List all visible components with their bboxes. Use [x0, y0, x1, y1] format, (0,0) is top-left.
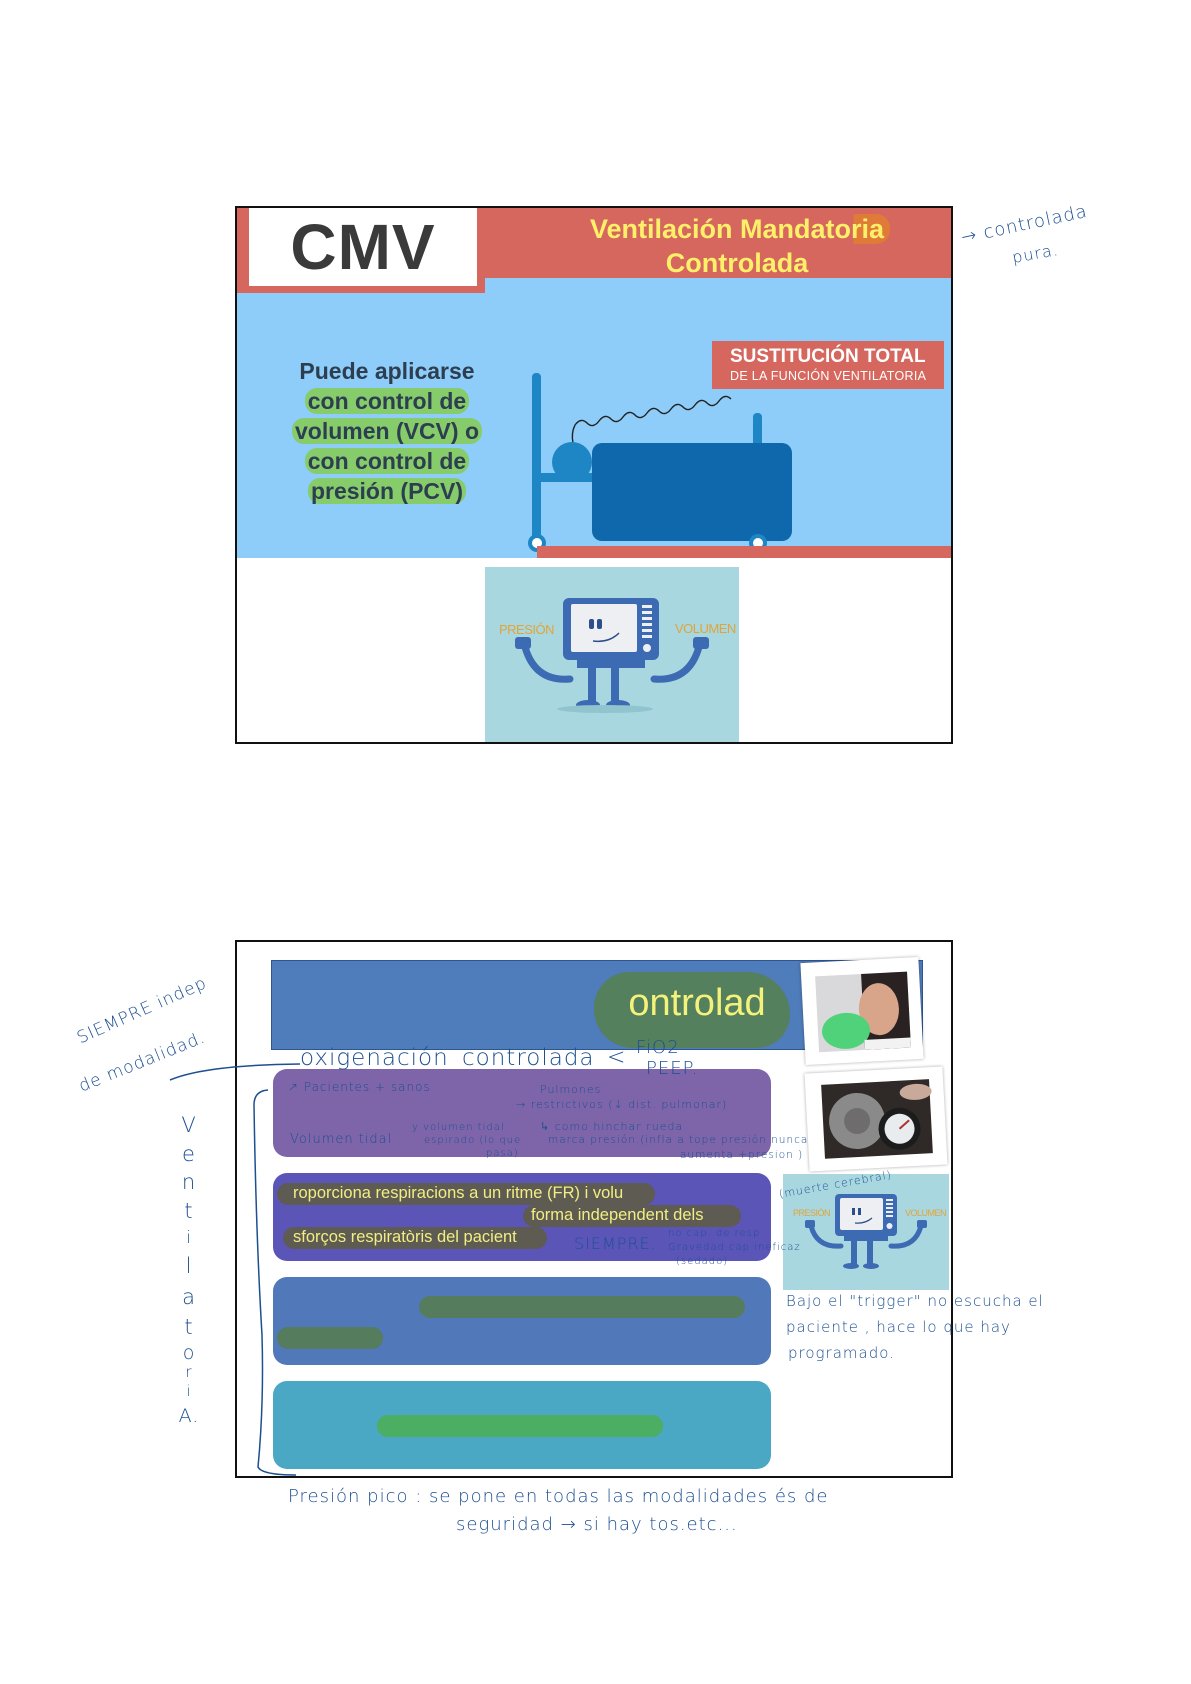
ventilator-robot-image: PRESIÓN VOLUMEN [783, 1174, 949, 1290]
vertical-letter: n [181, 1170, 197, 1194]
vertical-letter: r [185, 1363, 193, 1381]
vertical-letter: i [186, 1382, 192, 1400]
note-pura: pura. [1010, 240, 1061, 267]
note-aumenta: aumenta +presion ) [680, 1149, 804, 1161]
note-paciente-hace: paciente , hace lo que hay [786, 1318, 1011, 1336]
note-no-cap-resp: no cap. de resp [668, 1228, 761, 1239]
note-bajo-trigger: Bajo el "trigger" no escucha el [786, 1292, 1044, 1310]
note-seguridad: seguridad → si hay tos.etc... [456, 1514, 738, 1535]
note-controlada: → controlada [959, 200, 1090, 249]
body-line: Puede aplicarse [299, 358, 475, 384]
slide-title: Ventilación Mandatoria Controlada [517, 212, 951, 280]
floor-strip [537, 546, 951, 558]
vertical-letter: a [182, 1285, 196, 1309]
note-gravedad: Gravedad cap ineficaz [668, 1242, 801, 1253]
patient-blanket [592, 443, 792, 541]
slide-controlled-ventilation: ontrolad roporciona respiracions a un ri… [235, 940, 953, 1478]
bracket-line [253, 1089, 297, 1476]
note-como-hinchar: ↳ como hinchar rueda. [540, 1120, 688, 1133]
redacted-highlight [377, 1415, 663, 1437]
robot-icon [805, 1194, 927, 1269]
robot-label-pressure: PRESIÓN [793, 1208, 831, 1218]
note-pacientes-sanos: ↗ Pacientes + sanos [288, 1080, 431, 1094]
vertical-letter: o [182, 1342, 196, 1364]
mode-description: Puede aplicarse con control de volumen (… [267, 356, 507, 506]
note-oxigenacion: oxigenación [300, 1045, 449, 1071]
vertical-letter: l [185, 1254, 193, 1278]
tire-gauge-photo [821, 1079, 933, 1159]
note-siempre: SIEMPRE. [574, 1234, 657, 1253]
photo-balloon-frame [800, 956, 924, 1066]
note-pulmones: Pulmones [540, 1083, 602, 1096]
connector-line [169, 1063, 301, 1081]
note-restrictivos: → restrictivos (↓ dist. pulmonar) [516, 1098, 728, 1111]
ventilator-tube [574, 395, 732, 427]
vertical-letter: V [181, 1113, 197, 1137]
banner-line-1: SUSTITUCIÓN TOTAL [730, 346, 926, 367]
title-line-1: Ventilación Mandatoria [583, 214, 891, 244]
vertical-letter: e [182, 1142, 196, 1166]
note-marca-presion: marca presión.(infla a tope presión nunc… [548, 1134, 809, 1146]
vertical-note-ventilatoria: V e n t i l a t o r i A. [176, 1110, 202, 1430]
vertical-letter: i [186, 1228, 192, 1248]
robot-label-volume: VOLUMEN [905, 1208, 947, 1218]
note-volumen-tidal-esp: y volumen tidal [412, 1122, 505, 1133]
note-espirado: espirado (lo que [424, 1135, 522, 1146]
note-peep: PEEP. [646, 1058, 699, 1079]
banner-line-2: DE LA FUNCIÓN VENTILATORIA [730, 369, 927, 383]
slide-title: ontrolad [628, 982, 766, 1024]
total-substitution-banner: SUSTITUCIÓN TOTAL DE LA FUNCIÓN VENTILAT… [712, 341, 944, 389]
note-pasa: pasa) [486, 1148, 519, 1159]
purple-box-volume [273, 1069, 771, 1157]
note-programado: programado. [788, 1344, 895, 1362]
teal-box [273, 1381, 771, 1469]
note-volumen-tidal: Volumen tidal [290, 1132, 393, 1147]
definition-line-1: roporciona respiracions a un ritme (FR) … [293, 1184, 624, 1202]
bracket-arrow: < [607, 1045, 627, 1070]
robot-label-volume: VOLUMEN [675, 621, 736, 636]
definition-line-2: forma independent dels [531, 1206, 704, 1224]
note-presion-pico: Presión pico : se pone en todas las moda… [288, 1486, 829, 1507]
vertical-letter: t [184, 1199, 194, 1223]
patient-head [552, 442, 592, 482]
body-line: con control de [304, 388, 470, 414]
redacted-highlight [277, 1327, 383, 1349]
note-controlada: controlada [462, 1045, 595, 1071]
note-sedado: (sedado) [676, 1256, 729, 1267]
vertical-letter: t [184, 1315, 194, 1339]
vertical-letter: A. [178, 1405, 200, 1427]
hospital-bed-illustration [528, 373, 792, 552]
indigo-box-definition: roporciona respiracions a un ritme (FR) … [273, 1173, 771, 1261]
balloon-photo [815, 971, 911, 1053]
title-highlight [594, 972, 790, 1048]
cmv-badge: CMV [249, 208, 477, 286]
body-line: presión (PCV) [307, 478, 467, 504]
title-line-2: Controlada [665, 248, 809, 278]
blue-box [273, 1277, 771, 1365]
cmv-label: CMV [290, 211, 436, 283]
body-line: volumen (VCV) o [291, 418, 482, 444]
slide-cmv: CMV Ventilación Mandatoria Controlada Pu… [235, 206, 953, 744]
redacted-highlight [419, 1296, 745, 1318]
bed-headboard [532, 373, 541, 541]
definition-line-3: sforços respiratòris del pacient [293, 1228, 517, 1246]
photo-tire-gauge-frame [804, 1066, 948, 1172]
robot-icon [515, 598, 709, 713]
note-fio2: FiO2 [636, 1037, 680, 1058]
ventilator-robot-image: PRESIÓN VOLUMEN [485, 567, 739, 742]
robot-label-pressure: PRESIÓN [499, 622, 555, 637]
body-line: con control de [304, 448, 470, 474]
